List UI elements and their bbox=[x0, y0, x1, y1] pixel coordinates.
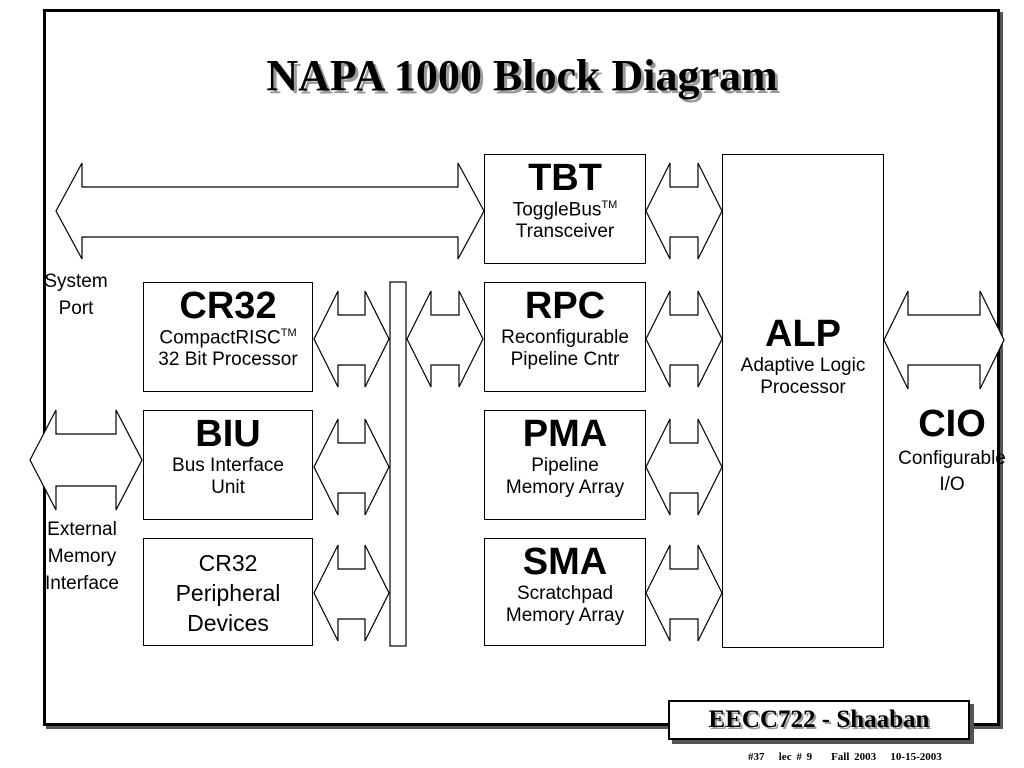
cio-name: CIO bbox=[918, 403, 986, 445]
peripheral-block: CR32 Peripheral Devices bbox=[143, 538, 313, 646]
slide-title: NAPA 1000 Block Diagram bbox=[266, 51, 778, 100]
pma-alp-arrow bbox=[645, 418, 723, 516]
sma-line1: Scratchpad bbox=[516, 582, 614, 604]
rpc-line2: Pipeline Cntr bbox=[510, 348, 620, 370]
periph-line1: CR32 bbox=[198, 550, 258, 576]
cr32-line2: 32 Bit Processor bbox=[158, 349, 298, 371]
system-port-line1: System bbox=[44, 271, 108, 292]
system-port-label: System Port bbox=[30, 268, 122, 322]
biu-bus-arrow bbox=[313, 418, 390, 516]
cr32-block: CR32 CompactRISCTM 32 Bit Processor bbox=[143, 282, 313, 392]
rpc-name: RPC bbox=[524, 285, 606, 327]
cr32-line1: CompactRISCTM bbox=[159, 326, 297, 349]
system-port-arrow bbox=[55, 162, 485, 260]
sma-alp-arrow bbox=[645, 544, 723, 642]
pma-line2: Memory Array bbox=[505, 476, 625, 498]
alp-cio-arrow bbox=[883, 290, 1005, 390]
rpc-block: RPC Reconfigurable Pipeline Cntr bbox=[484, 282, 646, 392]
bus-rpc-arrow bbox=[406, 290, 484, 388]
biu-line2: Unit bbox=[211, 476, 245, 498]
sma-name: SMA bbox=[522, 541, 608, 583]
course-footer: EECC722 - Shaaban bbox=[668, 700, 970, 740]
alp-line2: Processor bbox=[760, 376, 846, 398]
alp-line1: Adaptive Logic bbox=[740, 354, 866, 376]
internal-bus bbox=[389, 281, 407, 647]
system-port-line2: Port bbox=[58, 298, 94, 319]
pma-line1: Pipeline bbox=[531, 454, 599, 476]
sma-line2: Memory Array bbox=[505, 604, 625, 626]
tbt-name: TBT bbox=[528, 157, 602, 199]
tbt-block: TBT ToggleBusTM Transceiver bbox=[484, 154, 646, 264]
biu-name: BIU bbox=[195, 413, 261, 455]
tbt-line1: ToggleBusTM bbox=[512, 198, 618, 221]
alp-name: ALP bbox=[765, 313, 841, 355]
external-memory-arrow bbox=[29, 409, 143, 511]
external-memory-label: External Memory Interface bbox=[34, 516, 130, 597]
slide-frame bbox=[43, 9, 1000, 726]
biu-block: BIU Bus Interface Unit bbox=[143, 410, 313, 520]
slide-info: #37 lec # 9 Fall 2003 10-15-2003 bbox=[748, 751, 942, 763]
rpc-alp-arrow bbox=[645, 290, 723, 388]
cio-line1: Configurable bbox=[898, 448, 1006, 469]
rpc-line1: Reconfigurable bbox=[501, 326, 629, 348]
cio-line2: I/O bbox=[939, 474, 965, 495]
pma-block: PMA Pipeline Memory Array bbox=[484, 410, 646, 520]
alp-block: ALP Adaptive Logic Processor bbox=[722, 154, 884, 648]
tbt-alp-arrow bbox=[645, 162, 723, 260]
cr32-bus-arrow bbox=[313, 290, 390, 388]
cio-label: CIO Configurable I/O bbox=[884, 398, 1020, 498]
periph-line3: Devices bbox=[187, 609, 269, 636]
tbt-line2: Transceiver bbox=[515, 221, 615, 243]
sma-block: SMA Scratchpad Memory Array bbox=[484, 538, 646, 646]
periph-line2: Peripheral bbox=[175, 579, 281, 606]
cr32-name: CR32 bbox=[179, 285, 277, 327]
biu-line1: Bus Interface bbox=[172, 454, 284, 476]
external-memory-line3: Interface bbox=[45, 573, 119, 594]
pma-name: PMA bbox=[522, 413, 608, 455]
external-memory-line1: External bbox=[47, 519, 117, 540]
periph-bus-arrow bbox=[313, 544, 390, 642]
external-memory-line2: Memory bbox=[47, 546, 117, 567]
